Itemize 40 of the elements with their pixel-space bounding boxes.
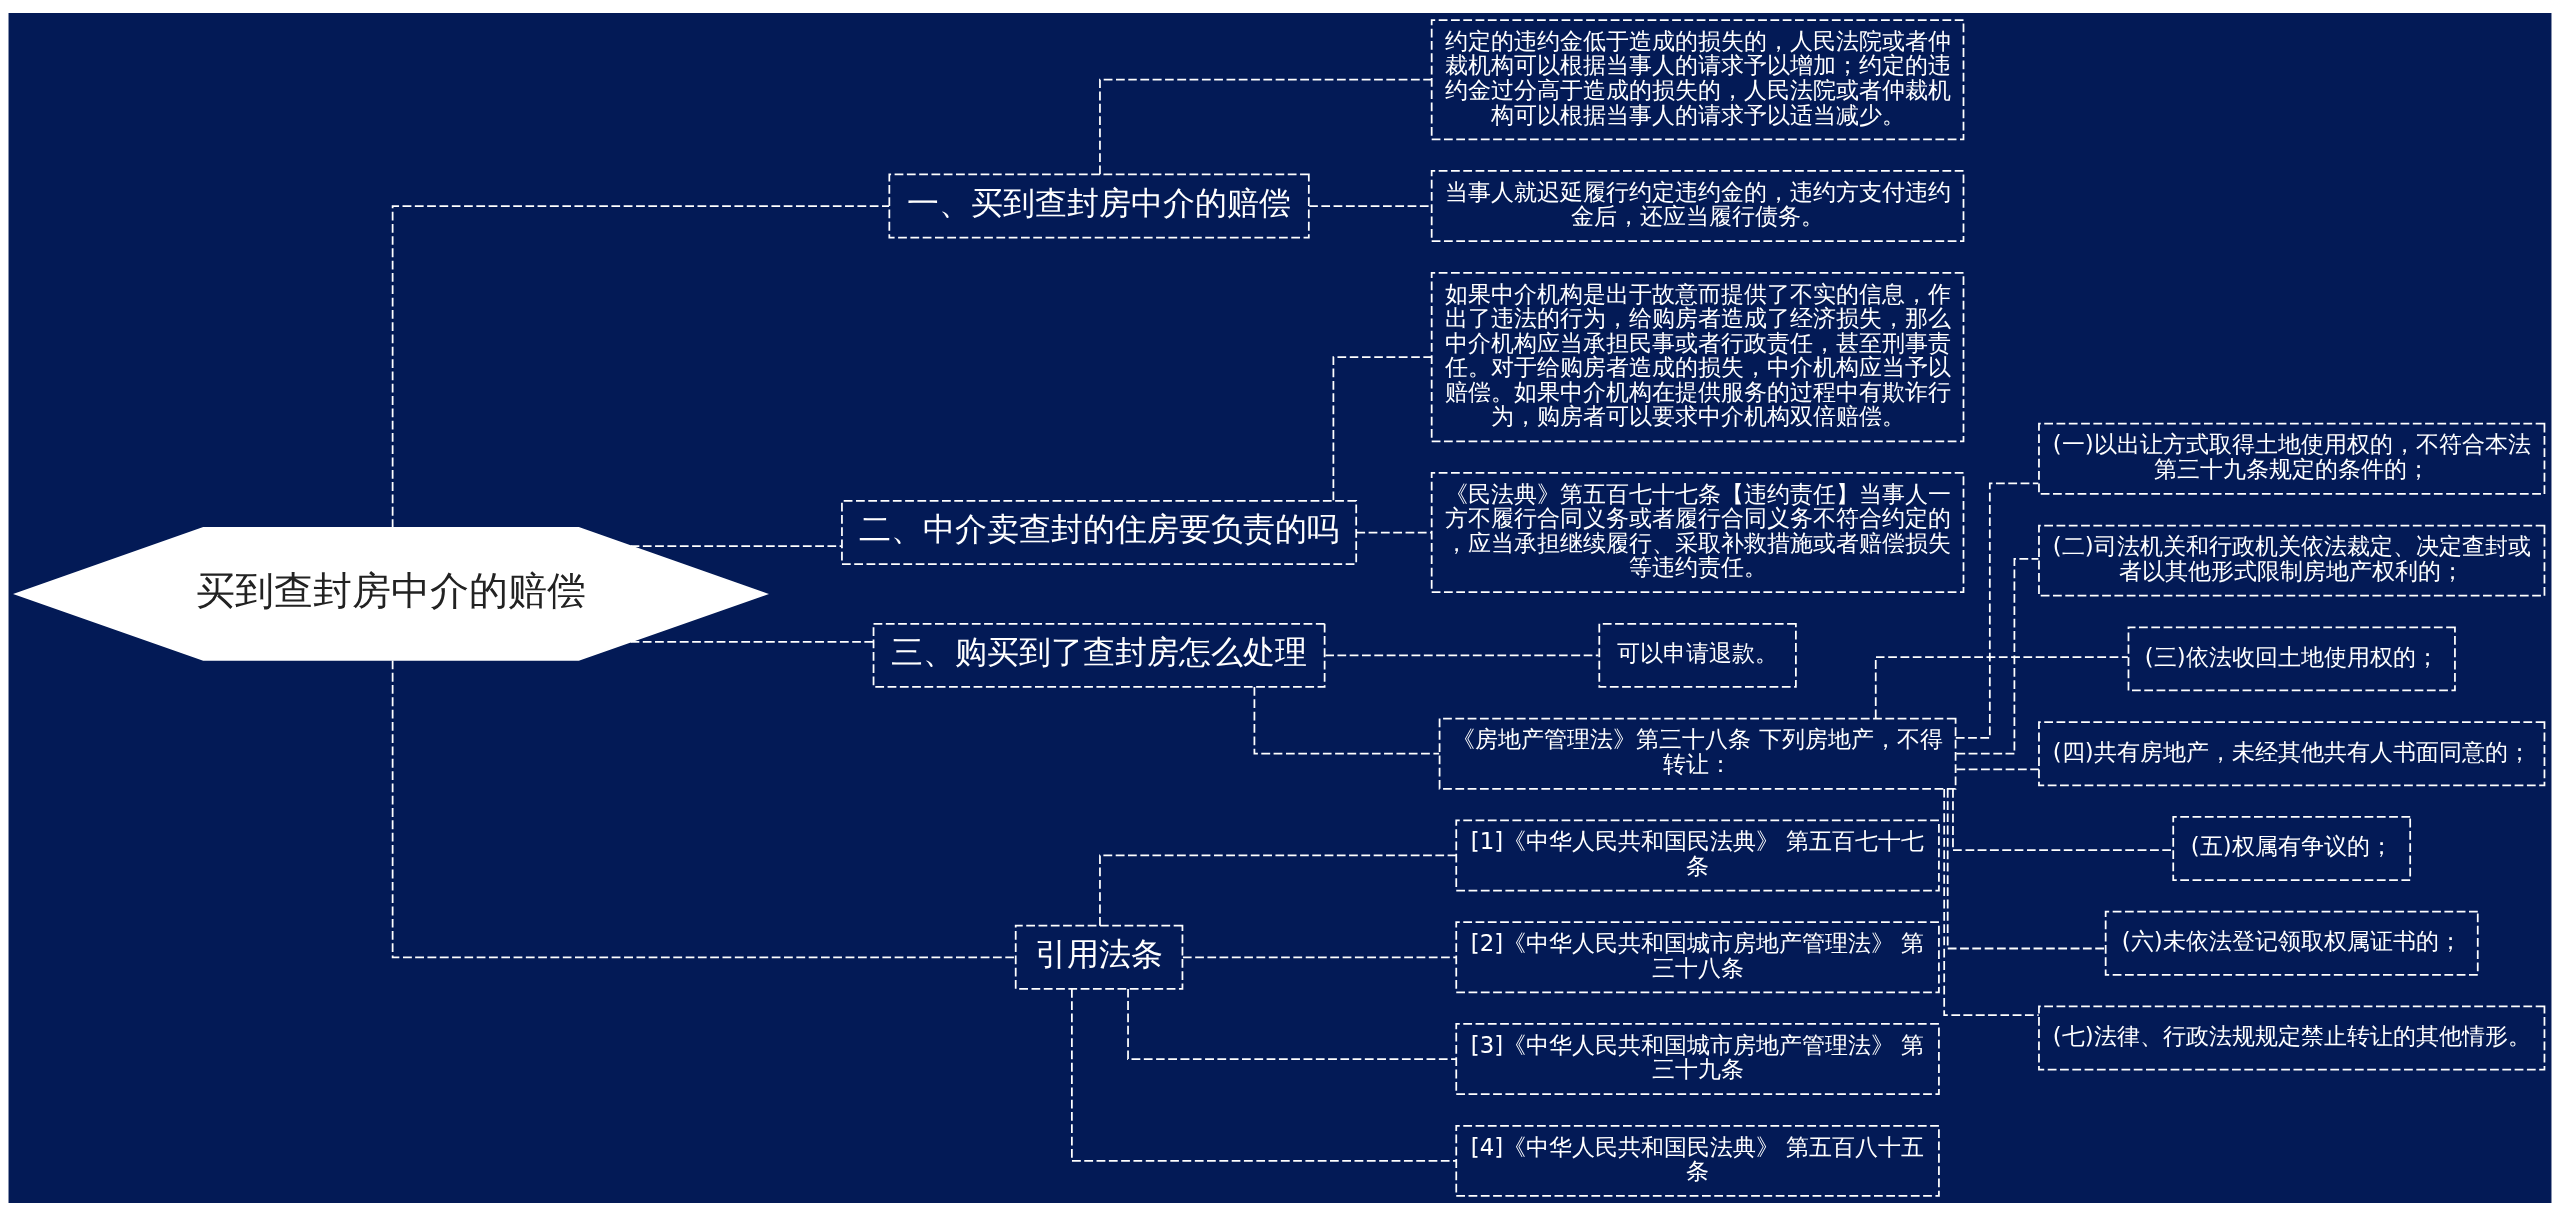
- connector: [1099, 854, 1458, 927]
- connector: [391, 205, 890, 529]
- node-box: [3]《中华人民共和国城市房地产管理法》 第三十九条: [1455, 1023, 1940, 1096]
- node-box: 如果中介机构是出于故意而提供了不实的信息，作出了违法的行为，给购房者造成了经济损失，那么中介机构应当承担民事或者行政责任，甚至刑事责任。对于给购房者造成的损失，中介机构应当予以赔偿。如果中介机构在提供服务的过程中有欺诈行为，购房者可以要求中介机构双倍赔偿。: [1430, 271, 1965, 443]
- node-box: 三、购买到了查封房怎么处理: [872, 622, 1326, 688]
- connector: [629, 545, 843, 547]
- node-box: (二)司法机关和行政机关依法裁定、决定查封或者以其他形式限制房地产权利的；: [2038, 524, 2546, 597]
- node-box: 《房地产管理法》第三十八条 下列房地产，不得转让：: [1438, 717, 1957, 790]
- connector: [1946, 788, 2107, 950]
- connector: [1943, 788, 2040, 1017]
- node-box: 二、中介卖查封的住房要负责的吗: [841, 500, 1358, 565]
- node-box: (五)权属有争议的；: [2172, 816, 2412, 881]
- node-box: (一)以出让方式取得土地使用权的，不符合本法第三十九条规定的条件的；: [2038, 422, 2546, 495]
- connector: [391, 659, 1017, 959]
- connector: [1071, 988, 1457, 1162]
- connector: [1127, 988, 1457, 1060]
- node-box: [1]《中华人民共和国民法典》 第五百七十七条: [1455, 819, 1940, 892]
- node-box: (七)法律、行政法规规定禁止转让的其他情形。: [2038, 1005, 2546, 1071]
- node-box: 可以申请退款。: [1598, 622, 1797, 688]
- connector: [1955, 768, 2040, 771]
- connector: [1874, 656, 2129, 720]
- node-box: 约定的违约金低于造成的损失的，人民法院或者仲裁机构可以根据当事人的请求予以增加；约定的违约金过分高于造成的损失的，人民法院或者仲裁机构可以根据当事人的请求予以适当减少。: [1430, 19, 1965, 141]
- node-box: 引用法条: [1014, 924, 1184, 990]
- node-box: [2]《中华人民共和国城市房地产管理法》 第三十八条: [1455, 921, 1940, 994]
- node-box: 当事人就迟延履行约定违约金的，违约方支付违约金后，还应当履行债务。: [1430, 170, 1965, 243]
- connector: [1355, 531, 1433, 534]
- node-box: 《民法典》第五百七十七条【违约责任】当事人一方不履行合同义务或者履行合同义务不符合约定的，应当承担继续履行、采取补救措施或者赔偿损失等违约责任。: [1430, 471, 1965, 594]
- connector: [1954, 482, 2040, 739]
- node-box: (三)依法收回土地使用权的；: [2127, 626, 2456, 692]
- node-box: [4]《中华人民共和国民法典》 第五百八十五条: [1455, 1124, 1940, 1197]
- node-box: 一、买到查封房中介的赔偿: [888, 173, 1310, 239]
- connector: [1324, 654, 1600, 657]
- connector: [1182, 956, 1457, 959]
- connector: [1099, 78, 1432, 176]
- connector: [629, 640, 875, 643]
- connector: [1332, 356, 1433, 502]
- connector: [1955, 558, 2040, 755]
- node-box: (六)未依法登记领取权属证书的；: [2104, 910, 2479, 976]
- connector: [1253, 686, 1441, 755]
- node-box: (四)共有房地产，未经其他共有人书面同意的；: [2038, 721, 2546, 787]
